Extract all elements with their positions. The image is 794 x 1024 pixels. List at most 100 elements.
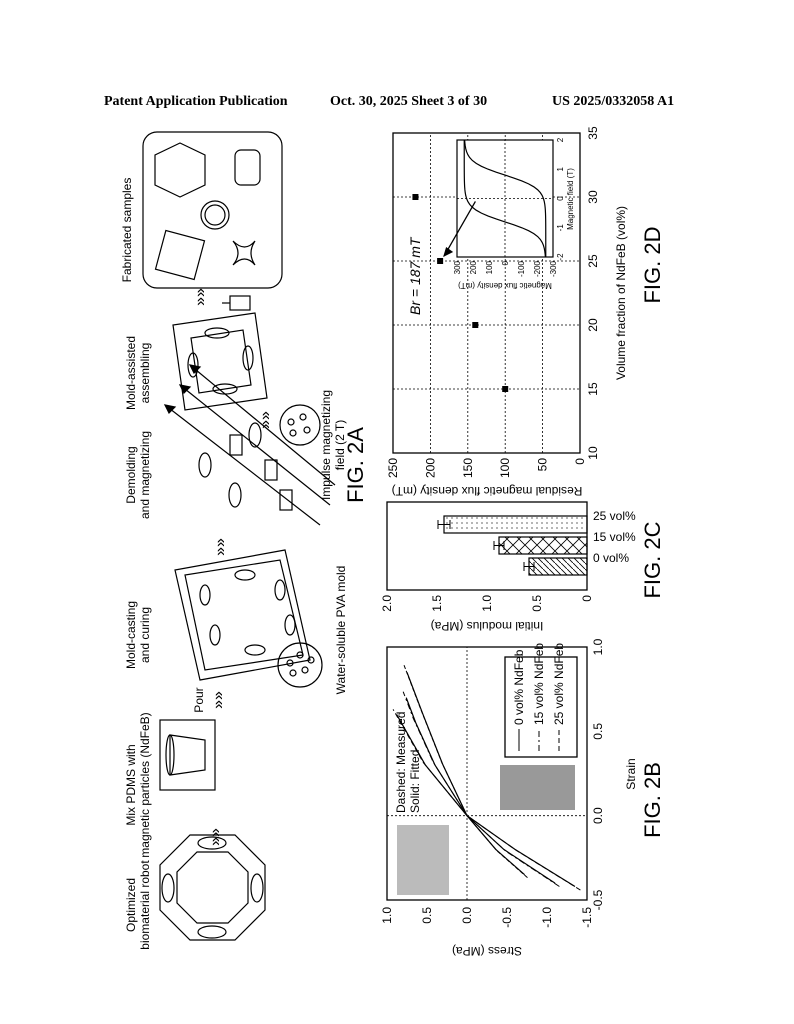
fig-2b-label: FIG. 2B [640, 762, 665, 838]
x-tick-label: 15 [586, 382, 600, 396]
step-6-label: Fabricated samples [120, 178, 134, 283]
pour-label: Pour [192, 687, 206, 712]
error-bar-1 [493, 541, 505, 550]
cup-drawing [159, 719, 216, 791]
fabricated-samples-box [142, 131, 283, 289]
plot-frame [392, 132, 581, 454]
fig-2c-label: FIG. 2C [640, 521, 665, 598]
svg-text:»»: »» [192, 288, 209, 306]
y-tick-label: 1.0 [480, 595, 494, 612]
inset-x-tick: -1 [556, 224, 565, 232]
y-tick-label: -1.0 [540, 907, 554, 928]
step-1-line2: biomaterial robot [138, 860, 152, 950]
magnetizing-drawing [163, 364, 336, 526]
y-tick-label: 0.5 [420, 907, 434, 924]
data-point [437, 258, 444, 264]
inset-y-label: Magnetic flux density (mT) [458, 281, 552, 290]
patent-number: US 2025/0332058 A1 [552, 94, 675, 109]
x-tick-label: 10 [586, 446, 600, 460]
series-line-2 [396, 714, 576, 888]
inset-y-tick: 300 [453, 260, 462, 274]
x-tick-label: 0.5 [591, 723, 605, 740]
mold-note: Water-soluble PVA mold [334, 566, 348, 695]
inset-y-tick: 100 [485, 260, 494, 274]
step-5-line1: Mold-assisted [124, 336, 138, 410]
step-4-line2: and magnetizing [138, 431, 152, 519]
y-tick-label: 0 [573, 458, 587, 465]
step-3-line2: and curing [138, 607, 152, 663]
y-tick-label: 150 [461, 458, 475, 478]
inset-x-tick: 1 [556, 166, 565, 171]
figure-canvas: Optimized biomaterial robot Mix PDMS wit… [120, 126, 665, 958]
robot-drawing [159, 834, 266, 941]
figure-sheet: Optimized biomaterial robot Mix PDMS wit… [105, 105, 685, 965]
plot-frame [386, 646, 588, 901]
y-tick-label: 0.5 [530, 595, 544, 612]
error-bar-0 [523, 562, 535, 571]
inset-x-tick: -2 [556, 253, 565, 261]
category-label: 0 vol% [593, 551, 629, 565]
glue-bottle-icon [222, 295, 251, 311]
inset-y-tick: -200 [533, 260, 542, 277]
legend-label: 25 vol% NdFeb [552, 643, 566, 725]
x-tick-label: -0.5 [591, 889, 605, 910]
annotation-measured: Dashed: Measured [394, 712, 408, 813]
step-2-line1: Mix PDMS with [124, 744, 138, 825]
fig-2a-label: FIG. 2A [343, 427, 368, 503]
svg-text:»»: »» [257, 411, 274, 429]
bar-0 [528, 557, 588, 576]
y-tick-label: 1.0 [380, 907, 394, 924]
legend-label: 15 vol% NdFeb [532, 643, 546, 725]
inset-y-tick: -100 [517, 260, 526, 277]
y-axis-label: Stress (MPa) [452, 944, 522, 958]
legend-label: 0 vol% NdFeb [512, 649, 526, 725]
data-point [502, 386, 509, 392]
y-tick-label: 200 [423, 458, 437, 478]
bar-1 [498, 536, 588, 555]
assembly-mold-drawing [172, 312, 268, 411]
y-tick-label: -1.5 [580, 907, 594, 928]
inset-y-tick: 200 [469, 260, 478, 274]
svg-text:»»: »» [210, 691, 227, 709]
fig-2d-chart: Volume fraction of NdFeB (vol%) Residual… [386, 126, 665, 498]
mold-drawing [174, 549, 323, 688]
hysteresis-branch [463, 139, 546, 258]
step-2-line2: magnetic particles (NdFeB) [138, 712, 152, 857]
fig-2d-label: FIG. 2D [640, 226, 665, 303]
x-axis-label: Volume fraction of NdFeB (vol%) [614, 206, 628, 380]
br-annotation: Br = 187 mT [407, 236, 423, 315]
step-5-line2: assembling [138, 343, 152, 404]
publication-label: Patent Application Publication [104, 94, 288, 109]
chevron-icon: »» [192, 288, 209, 306]
x-tick-label: 0.0 [591, 807, 605, 824]
annotation-fitted: Solid: Fitted [408, 750, 422, 813]
x-axis-label: Strain [624, 758, 638, 789]
data-point [412, 194, 419, 200]
step-3-line1: Mold-casting [124, 601, 138, 669]
date-sheet: Oct. 30, 2025 Sheet 3 of 30 [330, 94, 488, 109]
arrow [443, 201, 476, 257]
category-label: 15 vol% [593, 530, 636, 544]
category-label: 25 vol% [593, 509, 636, 523]
chevron-icon: »» [207, 828, 224, 846]
hysteresis-branch [464, 139, 547, 258]
x-tick-label: 20 [586, 318, 600, 332]
y-tick-label: 1.5 [430, 595, 444, 612]
series-measured-2 [392, 709, 581, 891]
y-tick-label: 100 [498, 458, 512, 478]
series-measured-0 [403, 664, 528, 879]
x-tick-label: 30 [586, 190, 600, 204]
x-tick-label: 25 [586, 254, 600, 268]
inset-x-tick: 2 [556, 137, 565, 142]
data-point [472, 322, 479, 328]
step-1-line1: Optimized [124, 878, 138, 932]
y-axis-label: Initial modulus (MPa) [431, 619, 544, 633]
y-tick-label: 0.0 [460, 907, 474, 924]
bar-2 [443, 515, 588, 534]
chevron-icon: »» [210, 691, 227, 709]
arrow-head-icon [443, 247, 454, 257]
field-note-line2: field (2 T) [333, 420, 347, 470]
inset-x-tick: 0 [556, 196, 565, 201]
svg-text:»»: »» [212, 538, 229, 556]
